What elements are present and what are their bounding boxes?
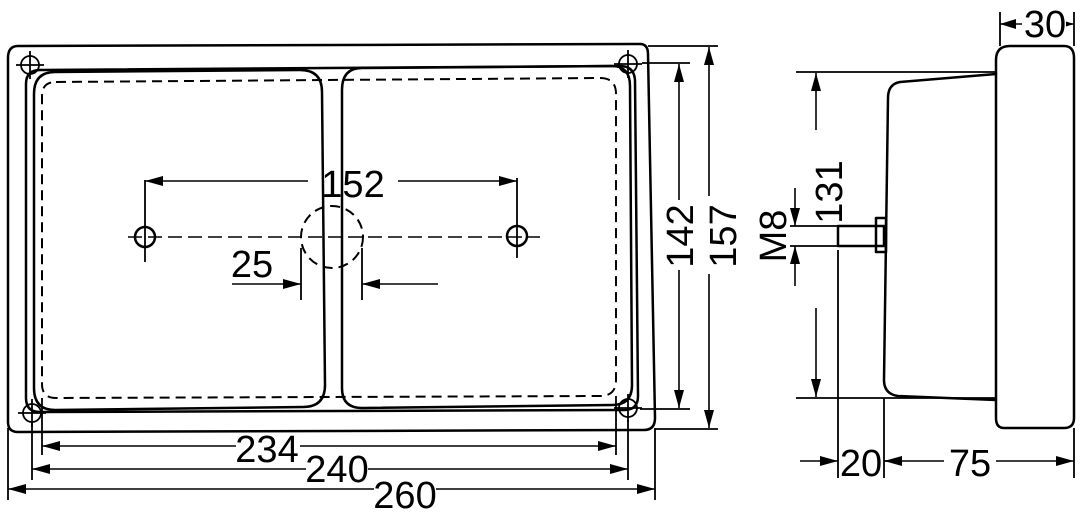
dim-M8: M8	[753, 210, 795, 263]
housing-outline	[6, 42, 657, 434]
housing-inner-rim	[24, 64, 640, 414]
lens-dashed-outline	[41, 76, 617, 400]
dim-234: 234	[235, 429, 298, 471]
screw-top-right	[614, 50, 642, 78]
dim-25: 25	[231, 244, 273, 286]
dim-30: 30	[1024, 4, 1066, 46]
dim-131: 131	[809, 160, 851, 223]
dim-157: 157	[703, 204, 745, 267]
side-view: 131 M8 30 20 75	[753, 4, 1076, 485]
side-housing-outline	[882, 72, 998, 402]
cable-entry-circle	[300, 205, 364, 269]
lens-right	[340, 64, 634, 410]
screw-bottom-right	[614, 394, 642, 422]
lens-left	[32, 68, 327, 412]
dim-142: 142	[660, 204, 702, 267]
dim-260: 260	[373, 475, 436, 517]
front-view: 152 25 142 157	[6, 42, 745, 517]
dim-20: 20	[840, 443, 882, 485]
side-stud	[836, 216, 888, 254]
dim-152: 152	[321, 164, 384, 206]
dim-240: 240	[305, 449, 368, 491]
dim-75: 75	[949, 443, 991, 485]
screw-top-left	[16, 51, 44, 79]
side-lens-outline	[994, 44, 1076, 430]
